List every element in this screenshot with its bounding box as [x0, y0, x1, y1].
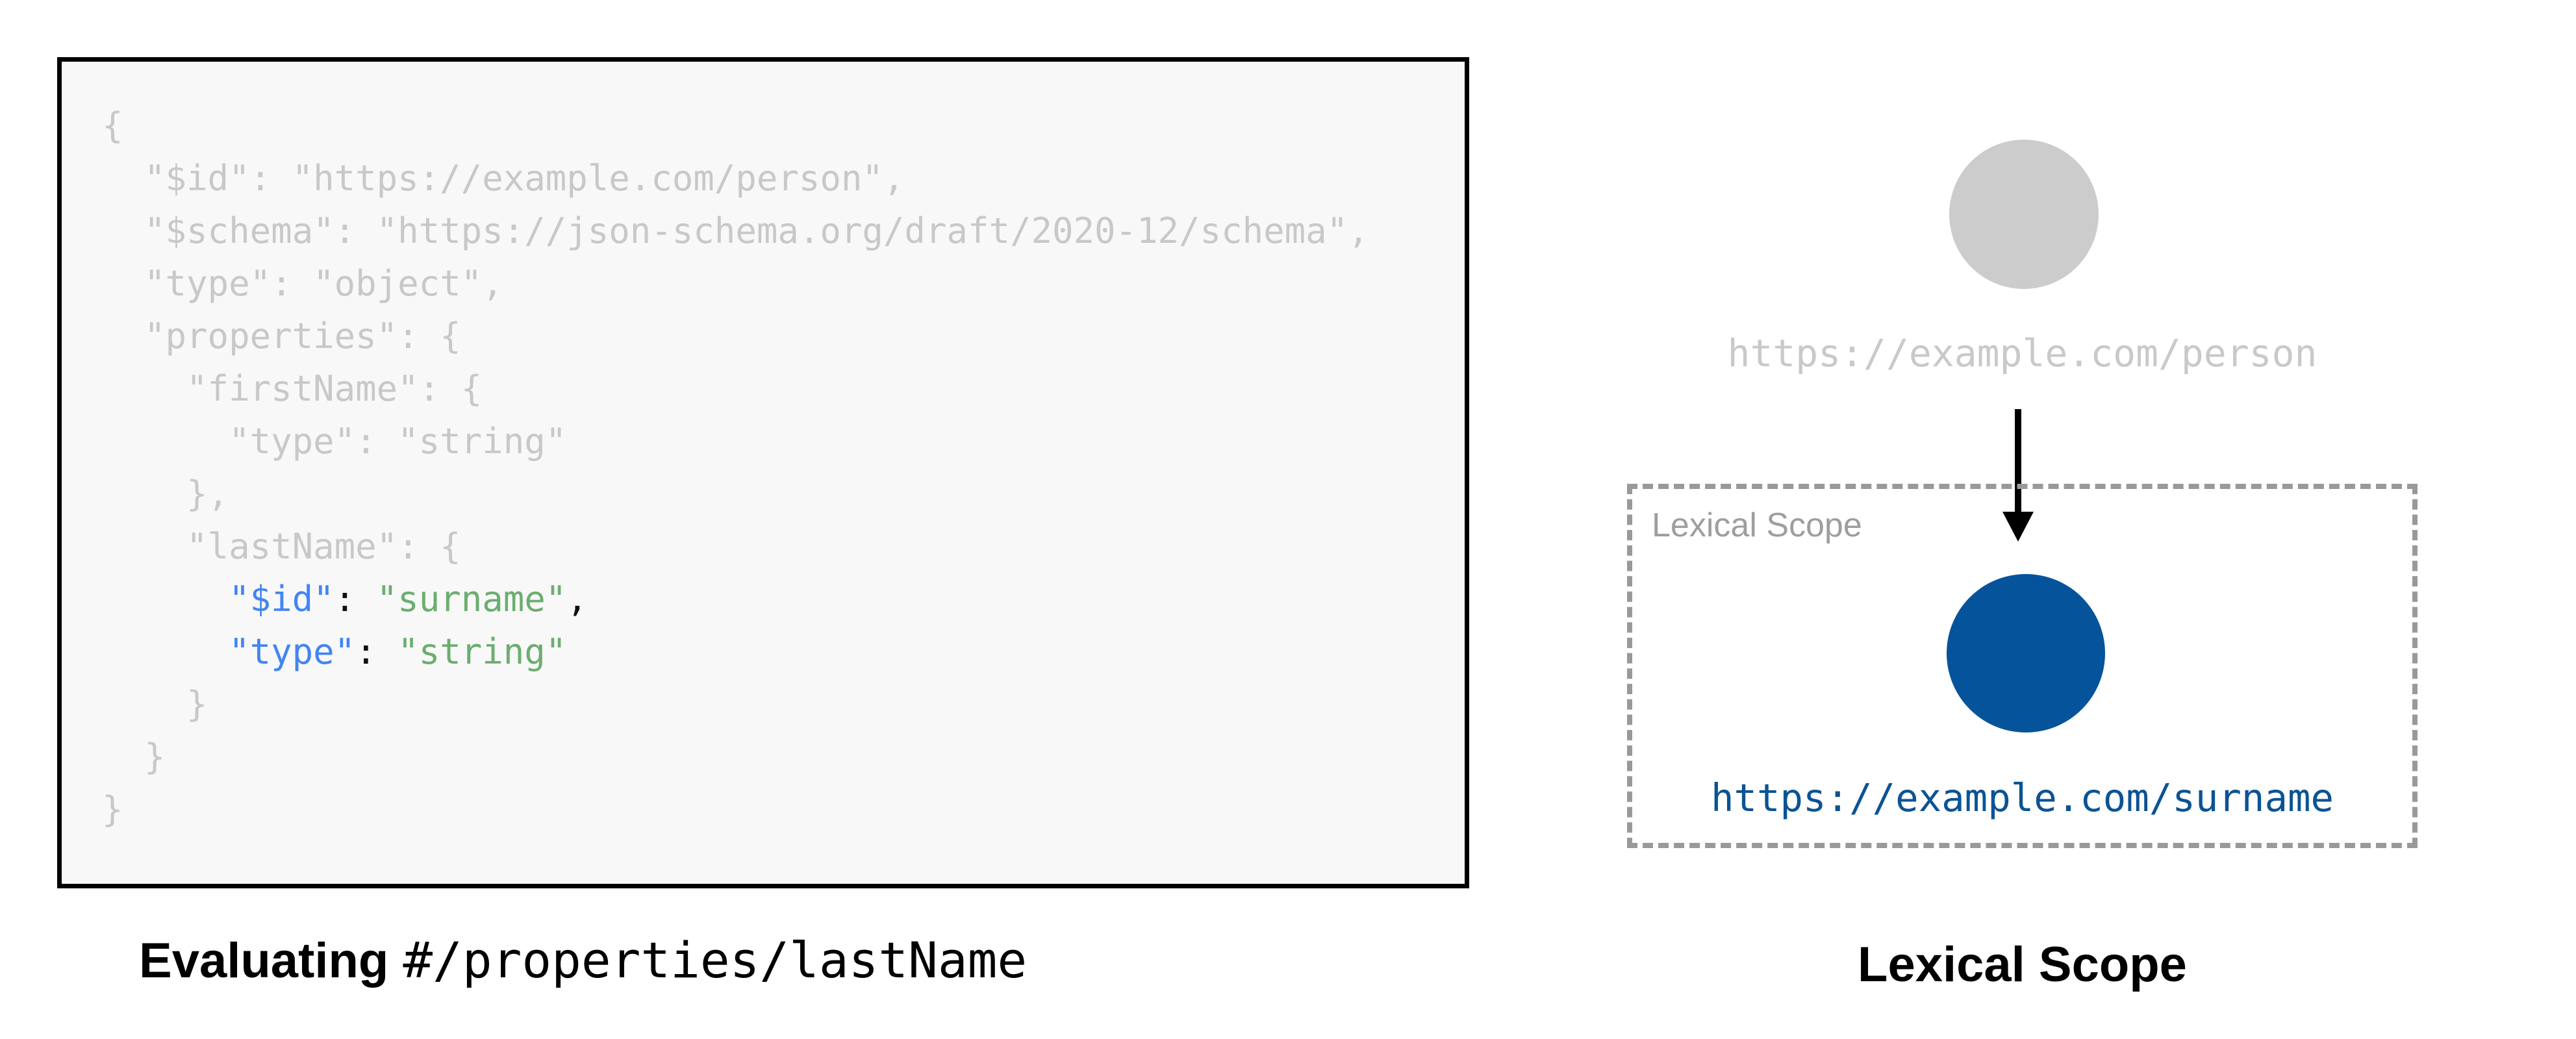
code-line: { [102, 105, 123, 146]
code-line: "properties": { [102, 316, 461, 357]
json-schema-code-box: { "$id": "https://example.com/person", "… [57, 57, 1469, 888]
code-line: "firstName": { [102, 368, 483, 409]
left-caption: Evaluating #/properties/lastName [139, 931, 1027, 989]
code-line: "lastName": { [102, 526, 461, 567]
right-caption: Lexical Scope [1858, 937, 2187, 992]
lexical-scope-box: Lexical Scope https://example.com/surnam… [1627, 484, 2418, 848]
code-line: } [102, 684, 208, 725]
surname-schema-uri-label: https://example.com/surname [1710, 775, 2334, 820]
person-schema-uri-label: https://example.com/person [1727, 331, 2317, 375]
person-schema-node [1949, 140, 2099, 289]
left-caption-json-pointer: #/properties/lastName [403, 931, 1028, 989]
code-line: }, [102, 473, 229, 514]
left-caption-prefix: Evaluating [139, 933, 389, 988]
code-line: "type": "string" [229, 631, 567, 672]
code-line: "type": "string" [102, 421, 567, 462]
code-line: "$schema": "https://json-schema.org/draf… [102, 210, 1369, 251]
surname-schema-node [1947, 574, 2105, 732]
code-line: "$id": "https://example.com/person", [102, 158, 905, 199]
lexical-scope-box-label: Lexical Scope [1652, 507, 1862, 544]
code-line: } [102, 736, 166, 777]
code-line: } [102, 789, 123, 830]
arrow-shaft [2015, 409, 2021, 513]
json-schema-code: { "$id": "https://example.com/person", "… [62, 62, 1465, 836]
arrow-down-icon [2002, 409, 2034, 542]
arrow-head [2002, 512, 2034, 542]
code-line: "$id": "surname", [229, 579, 588, 620]
code-line: "type": "object", [102, 263, 503, 304]
